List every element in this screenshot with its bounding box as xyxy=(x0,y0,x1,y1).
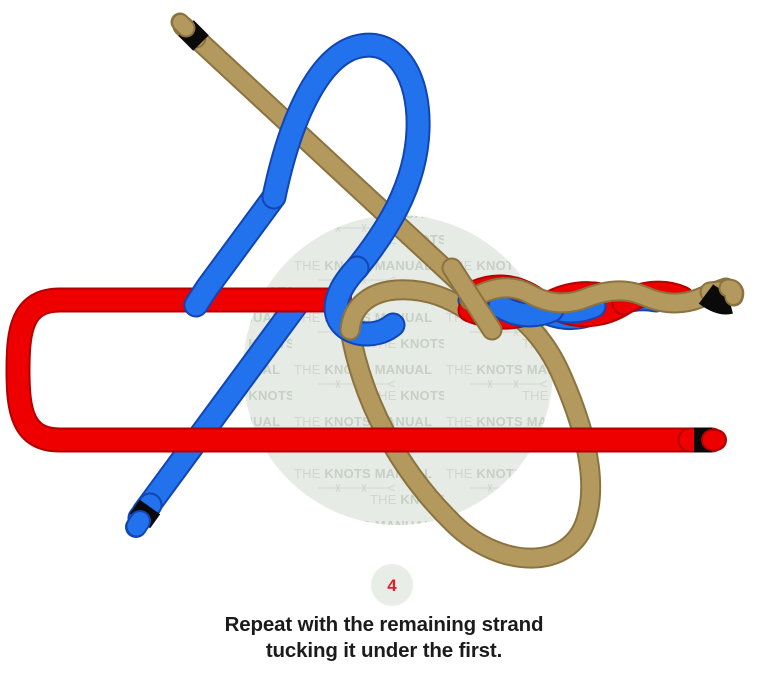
tan-rope-top-tip xyxy=(170,12,209,51)
tan-rope-upper-diagonal xyxy=(185,27,481,303)
tan-rope-knot-over xyxy=(339,279,481,341)
tan-rope-braid-tip xyxy=(698,278,745,315)
blue-rope-top-loop xyxy=(261,32,431,281)
blue-rope-bottom-tip xyxy=(125,492,163,538)
step-number-badge: 4 xyxy=(371,564,413,606)
blue-rope-upper-diagonal xyxy=(183,184,287,318)
watermark-text-tile xyxy=(243,215,553,525)
watermark-disc xyxy=(243,215,553,525)
step-caption: Repeat with the remaining strand tucking… xyxy=(0,612,768,664)
tan-rope-braid-crossing xyxy=(441,257,503,341)
caption-line-2: tucking it under the first. xyxy=(265,639,503,662)
blue-rope-lower-tail xyxy=(131,287,313,525)
step-number: 4 xyxy=(387,575,397,595)
red-rope-lower-run xyxy=(5,287,705,453)
caption-line-1: Repeat with the remaining strand xyxy=(224,613,544,636)
